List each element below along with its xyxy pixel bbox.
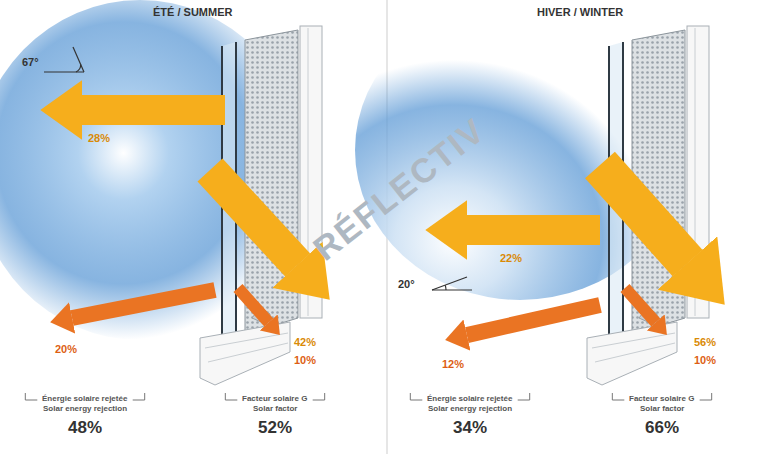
winter-window	[587, 26, 709, 385]
bracket-caption: Énergie solaire rejetée	[427, 394, 512, 403]
total-value: 66%	[645, 418, 679, 438]
percent-label: 28%	[88, 132, 110, 145]
total-value: 48%	[68, 418, 102, 438]
transmitted-arrow	[600, 165, 688, 263]
panel-heading: ÉTÉ / SUMMER	[153, 6, 232, 19]
summer-sky	[0, 0, 305, 340]
angle-label: 67°	[22, 56, 39, 69]
reflected-arrow	[467, 215, 600, 245]
percent-label: 22%	[500, 252, 522, 265]
angle-symbol	[432, 277, 472, 290]
bracket-caption: Solar energy rejection	[428, 404, 512, 413]
bracket-line	[313, 393, 325, 400]
percent-label: 12%	[442, 358, 464, 371]
bracket-line	[518, 393, 530, 400]
absorbed-arrow	[625, 288, 656, 323]
reemitted-arrow	[72, 290, 215, 318]
bracket-caption: Solar energy rejection	[43, 404, 127, 413]
bracket-caption: Solar factor	[253, 404, 297, 413]
bracket-line	[612, 393, 624, 400]
reflected-arrow	[82, 95, 225, 125]
percent-label: 20%	[55, 343, 77, 356]
bracket-caption: Solar factor	[640, 404, 684, 413]
percent-label: 10%	[294, 354, 316, 367]
summer-window	[200, 26, 322, 385]
angle-symbol	[44, 47, 84, 72]
percent-label: 10%	[694, 354, 716, 367]
bracket-caption: Facteur solaire G	[629, 394, 694, 403]
reemitted-arrow	[467, 305, 600, 335]
bracket-caption: Facteur solaire G	[242, 394, 307, 403]
bracket-line	[410, 393, 422, 400]
percent-label: 56%	[694, 336, 716, 349]
total-value: 34%	[453, 418, 487, 438]
angle-label: 20°	[398, 278, 415, 291]
percent-label: 42%	[294, 336, 316, 349]
absorbed-arrow	[238, 288, 269, 323]
transmitted-arrow	[210, 170, 298, 265]
bracket-line	[700, 393, 712, 400]
panel-heading: HIVER / WINTER	[537, 6, 623, 19]
total-value: 52%	[258, 418, 292, 438]
bracket-caption: Énergie solaire rejetée	[42, 394, 127, 403]
bracket-line	[25, 393, 37, 400]
bracket-line	[133, 393, 145, 400]
bracket-line	[225, 393, 237, 400]
